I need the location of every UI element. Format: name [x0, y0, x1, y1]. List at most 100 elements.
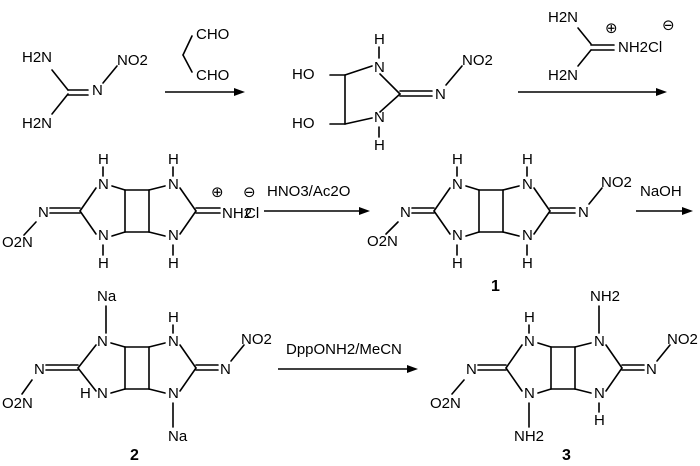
hydrogen-label: H	[374, 137, 385, 154]
nitrogen-label: N	[435, 86, 446, 103]
nitrogen-label: N	[168, 385, 179, 402]
bond	[77, 367, 97, 392]
bond	[537, 388, 552, 394]
bond	[574, 342, 592, 348]
hydrogen-label: H	[168, 255, 179, 272]
reagent-label: NaOH	[640, 183, 682, 200]
nitrogen-label: N	[168, 176, 179, 193]
bond	[433, 210, 451, 235]
nitro-label: O2N	[367, 233, 398, 250]
glyoxal: CHO CHO	[182, 26, 229, 84]
nitrogen-label: N	[34, 361, 45, 378]
nitro-label: NO2	[117, 52, 148, 69]
bond	[51, 69, 69, 91]
hydrogen-label: H	[452, 151, 463, 168]
guanidine-hydrochloride: H2N H2N NH2 Cl ⊕ ⊖	[548, 9, 675, 84]
nitrogen-label: N	[168, 227, 179, 244]
bond	[537, 342, 552, 348]
reaction-arrow-1	[165, 88, 245, 96]
chloride-label: Cl	[245, 205, 259, 222]
bond	[433, 187, 451, 212]
bond	[77, 344, 97, 369]
bond	[505, 344, 523, 369]
nitrogen-label: N	[374, 59, 385, 76]
nitrogen-label: N	[452, 176, 463, 193]
ammonium-label: NH2	[222, 205, 252, 222]
bond	[179, 344, 197, 369]
bond	[465, 185, 480, 191]
bond	[502, 231, 520, 237]
nitrogen-label: N	[168, 333, 179, 350]
negative-charge-icon: ⊖	[243, 184, 256, 201]
bond	[110, 388, 126, 394]
nitrogen-label: N	[97, 333, 108, 350]
bond	[588, 187, 603, 205]
bond	[577, 49, 592, 67]
aldehyde-label: CHO	[196, 67, 229, 84]
bond	[182, 54, 193, 73]
chloride-label: Cl	[648, 39, 662, 56]
bond	[179, 210, 197, 235]
compound-1: O2N N H N N H H N N H N NO2 1	[367, 151, 632, 295]
hydroxyl-label: HO	[292, 66, 315, 83]
bond	[379, 73, 401, 95]
nitrogen-label: N	[38, 204, 49, 221]
bond	[102, 65, 118, 84]
nitrogen-label: N	[220, 361, 231, 378]
nitrogen-label: N	[524, 333, 535, 350]
bond	[148, 388, 166, 394]
reagent-label: DppONH2/MeCN	[286, 341, 402, 358]
bond	[344, 117, 373, 125]
nitrogen-label: N	[594, 333, 605, 350]
hydrogen-label: H	[168, 309, 179, 326]
bond	[23, 221, 37, 236]
bond	[110, 342, 126, 348]
amine-label: H2N	[22, 115, 52, 132]
bond	[51, 93, 69, 115]
nitrogen-label: N	[98, 176, 109, 193]
nitrogen-label: N	[594, 385, 605, 402]
bond	[230, 344, 245, 362]
bond	[344, 65, 373, 76]
reaction-arrow-2	[518, 88, 667, 96]
bond	[605, 367, 623, 392]
aldehyde-label: CHO	[196, 26, 229, 43]
hydrogen-label: H	[594, 412, 605, 429]
nitro-label: NO2	[462, 52, 493, 69]
hydrogen-label: H	[452, 255, 463, 272]
amine-label: H2N	[548, 9, 578, 26]
sodium-label: Na	[168, 428, 188, 445]
nitrogen-label: N	[452, 227, 463, 244]
amino-label: NH2	[590, 288, 620, 305]
bond	[577, 27, 592, 45]
negative-charge-icon: ⊖	[662, 17, 675, 34]
nitrogen-label: N	[522, 227, 533, 244]
hydrogen-label: H	[374, 31, 385, 48]
nitrogen-label: N	[646, 361, 657, 378]
nitrogen-label: N	[522, 176, 533, 193]
bond	[445, 65, 463, 86]
nitrogen-label: N	[374, 109, 385, 126]
hydrogen-label: H	[98, 151, 109, 168]
nitro-label: O2N	[430, 395, 461, 412]
compound-3: O2N N H N N NH2 NH2 N N H N NO2 3	[430, 288, 698, 464]
bond	[111, 185, 126, 191]
nitro-label: O2N	[2, 395, 33, 412]
bond	[182, 35, 193, 56]
ammonium-label: NH2	[618, 39, 648, 56]
nitrogen-label: N	[466, 361, 477, 378]
positive-charge-icon: ⊕	[211, 184, 224, 201]
amine-label: H2N	[548, 67, 578, 84]
nitro-label: O2N	[2, 234, 33, 251]
compound-2: O2N N Na N N H H N N Na N NO2 2	[2, 288, 272, 464]
dihydroxy-intermediate: HO HO H N N H N NO2	[292, 31, 493, 154]
bond	[605, 344, 623, 369]
bicyclic-guanidinium-salt: O2N N H N N H H N N H NH2 Cl ⊕ ⊖	[2, 151, 259, 272]
bond	[379, 93, 401, 113]
compound-number: 3	[562, 447, 571, 464]
bond	[505, 367, 523, 392]
bond	[148, 185, 166, 191]
nitrogen-label: N	[98, 227, 109, 244]
sodium-label: Na	[97, 288, 117, 305]
bond	[656, 344, 671, 362]
